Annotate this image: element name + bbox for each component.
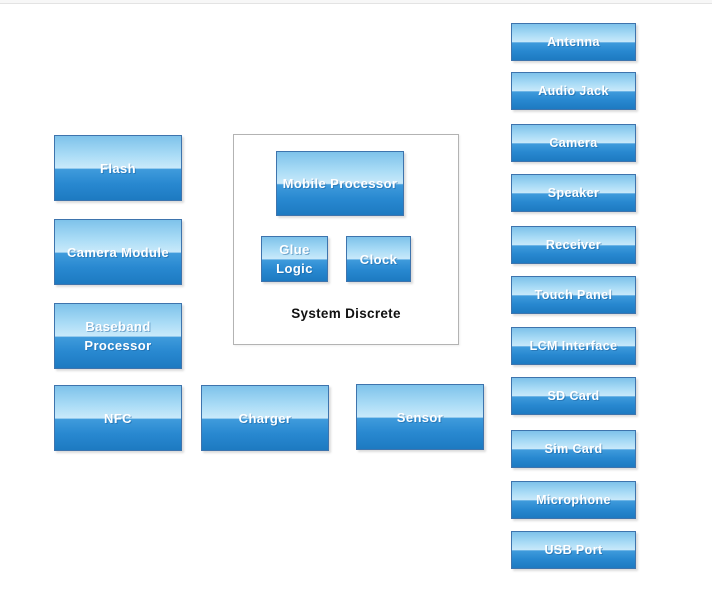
component-label: Clock [359, 251, 398, 267]
component-lcm-interface: LCM Interface [511, 327, 636, 365]
component-clock: Clock [346, 236, 411, 282]
component-receiver: Receiver [511, 226, 636, 264]
component-mobile-processor: Mobile Processor [276, 151, 404, 216]
component-label: NFC [104, 410, 132, 426]
component-sim-card: Sim Card [511, 430, 636, 468]
component-label: SD Card [547, 389, 600, 403]
component-camera: Camera [511, 124, 636, 162]
component-audio-jack: Audio Jack [511, 72, 636, 110]
component-camera-module: Camera Module [54, 219, 182, 285]
component-flash: Flash [54, 135, 182, 201]
component-baseband-processor: Baseband Processor [54, 303, 182, 369]
component-label: Microphone [536, 493, 611, 507]
component-usb-port: USB Port [511, 531, 636, 569]
component-label: Audio Jack [538, 84, 609, 98]
component-sensor: Sensor [356, 384, 484, 450]
component-sd-card: SD Card [511, 377, 636, 415]
component-label: Camera Module [66, 244, 169, 260]
component-label: Baseband Processor [84, 319, 152, 353]
component-label: Sim Card [544, 442, 603, 456]
component-microphone: Microphone [511, 481, 636, 519]
component-speaker: Speaker [511, 174, 636, 212]
top-strip [0, 0, 712, 4]
component-touch-panel: Touch Panel [511, 276, 636, 314]
component-label: Touch Panel [534, 288, 613, 302]
component-antenna: Antenna [511, 23, 636, 61]
component-label: Speaker [547, 186, 600, 200]
component-glue-logic: Glue Logic [261, 236, 328, 282]
component-label: Glue Logic [276, 242, 313, 276]
component-label: Sensor [396, 409, 444, 425]
component-label: Mobile Processor [282, 176, 398, 191]
group-title-system-discrete: System Discrete [291, 306, 401, 321]
component-label: Flash [100, 160, 136, 176]
component-label: Camera [549, 136, 598, 150]
component-label: LCM Interface [529, 339, 618, 353]
component-nfc: NFC [54, 385, 182, 451]
component-label: Antenna [547, 35, 600, 49]
component-label: USB Port [544, 543, 603, 557]
component-label: Receiver [545, 238, 602, 252]
component-charger: Charger [201, 385, 329, 451]
component-label: Charger [238, 410, 292, 426]
